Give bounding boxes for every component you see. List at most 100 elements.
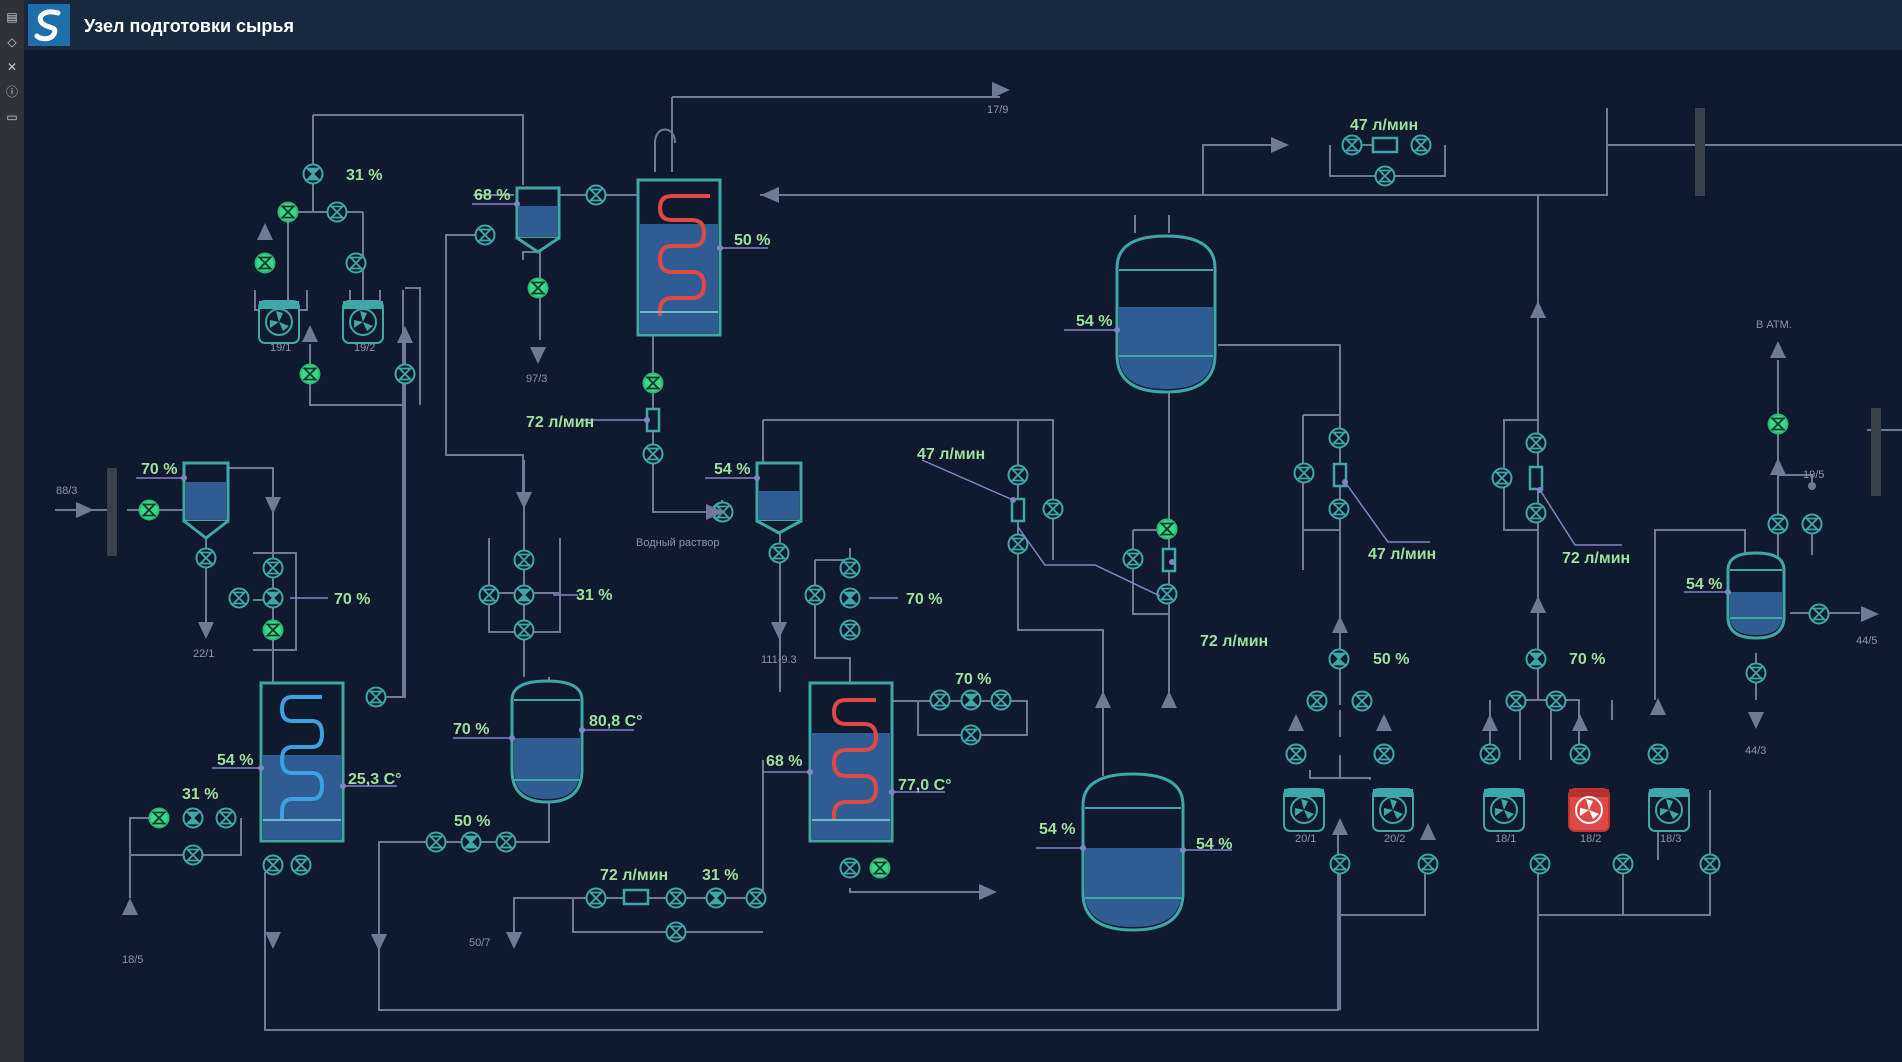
valve-closed [345,252,367,274]
valve-closed [1745,662,1767,684]
tank-level-t3: 54 % [714,461,750,478]
pump-20-1[interactable] [1283,788,1325,832]
info-icon[interactable]: ⓘ [5,85,18,99]
output-tag: 111-9.3 [761,654,797,666]
valve-closed [929,689,951,711]
control-valve-6 [705,887,727,909]
valve-closed [1122,548,1144,570]
tank-t6[interactable] [1726,551,1786,640]
output-tag: 50/7 [469,937,490,949]
tank-t2[interactable] [182,461,230,540]
valve-closed [215,807,237,829]
input-tag: 88/3 [56,485,77,497]
valve-closed [1479,743,1501,765]
big-tank[interactable] [1115,234,1217,394]
valve-value-6: 31 % [702,867,738,884]
reactor-r3[interactable] [808,681,894,843]
valve-value-10: 70 % [1569,651,1605,668]
control-valve-2 [262,587,284,609]
list-icon[interactable]: ▤ [6,10,18,24]
sensor-leaders [136,201,1816,853]
valve-closed [326,201,348,223]
flow-value-7: 72 л/мин [1562,550,1630,567]
valve-closed [1612,853,1634,875]
valve-open [1767,413,1789,435]
reactor-r1[interactable] [259,681,345,843]
wall-hatch [1871,408,1881,496]
flow-meter-bottom[interactable] [622,888,650,906]
valve-open[interactable] [1156,518,1178,540]
pump-tag: 19/5 [1803,469,1824,481]
tank-t3[interactable] [755,461,803,535]
tank-t5-level-2: 54 % [1196,836,1232,853]
reactor-r1-temp: 25,3 С° [348,771,402,788]
reactor-r2[interactable] [510,679,584,804]
valve-closed [1417,853,1439,875]
flow-value-3: 47 л/мин [917,446,985,463]
valve-open [869,857,891,879]
heat-exchanger-1[interactable] [636,178,722,337]
pump-19-1[interactable] [258,300,300,344]
flow-value-5: 72 л/мин [1200,633,1268,650]
output-tag: 17/9 [987,104,1008,116]
valve-value-8: 70 % [955,671,991,688]
control-valve-4 [182,807,204,829]
valve-closed [182,844,204,866]
page-title: Узел подготовки сырья [84,16,294,36]
wall-hatch [1695,108,1705,196]
valve-closed [1525,432,1547,454]
reactor-r3-temp: 77,0 С° [898,777,952,794]
flow-meter-7[interactable] [1528,465,1544,491]
output-tag: 97/3 [526,373,547,385]
valve-closed [665,921,687,943]
valve-closed [1410,134,1432,156]
output-tag: 44/3 [1745,745,1766,757]
pump-18-3[interactable] [1648,788,1690,832]
valve-closed [1373,743,1395,765]
valve-closed [745,887,767,909]
reactor-r2-temp: 80,8 С° [589,713,643,730]
monitor-icon[interactable]: ▭ [6,110,18,124]
pump-19-2[interactable] [342,300,384,344]
app-logo [28,4,70,46]
tank-t1[interactable] [515,186,561,254]
output-tag: 22/1 [193,648,214,660]
pump-tag: 18/2 [1580,833,1601,845]
valve-closed [1329,853,1351,875]
valve-closed [425,831,447,853]
reactor-r1-level: 54 % [217,752,253,769]
reactor-r2-level: 70 % [453,721,489,738]
pump-18-2[interactable] [1568,788,1610,832]
valve-open [254,252,276,274]
valve-open [527,277,549,299]
valve-closed [1293,462,1315,484]
valve-value-3: 31 % [576,587,612,604]
control-valve-1 [302,163,324,185]
tank-t5[interactable] [1081,772,1185,932]
valve-closed [1767,513,1789,535]
pump-tag: 18/1 [1495,833,1516,845]
valve-closed [1341,134,1363,156]
valve-closed [1156,583,1178,605]
valve-closed [513,619,535,641]
valve-closed [262,557,284,579]
flow-meter-top[interactable] [1371,136,1399,154]
valve-closed [1351,690,1373,712]
valve-closed [585,184,607,206]
pump-20-2[interactable] [1372,788,1414,832]
control-valve-10 [1525,648,1547,670]
control-valve-3 [513,584,535,606]
valve-closed [513,549,535,571]
valve-closed [1505,690,1527,712]
valve-open [138,499,160,521]
pump-18-1[interactable] [1483,788,1525,832]
valve-closed [839,857,861,879]
valve-closed [195,547,217,569]
tools-icon[interactable]: ✕ [6,60,18,74]
heat-exchanger-level: 50 % [734,232,770,249]
valve-closed [1285,743,1307,765]
valve-closed [665,887,687,909]
reactor-r3-level: 68 % [766,753,802,770]
pump-tag: 19/2 [354,342,375,354]
tag-icon[interactable]: ◇ [7,35,17,49]
